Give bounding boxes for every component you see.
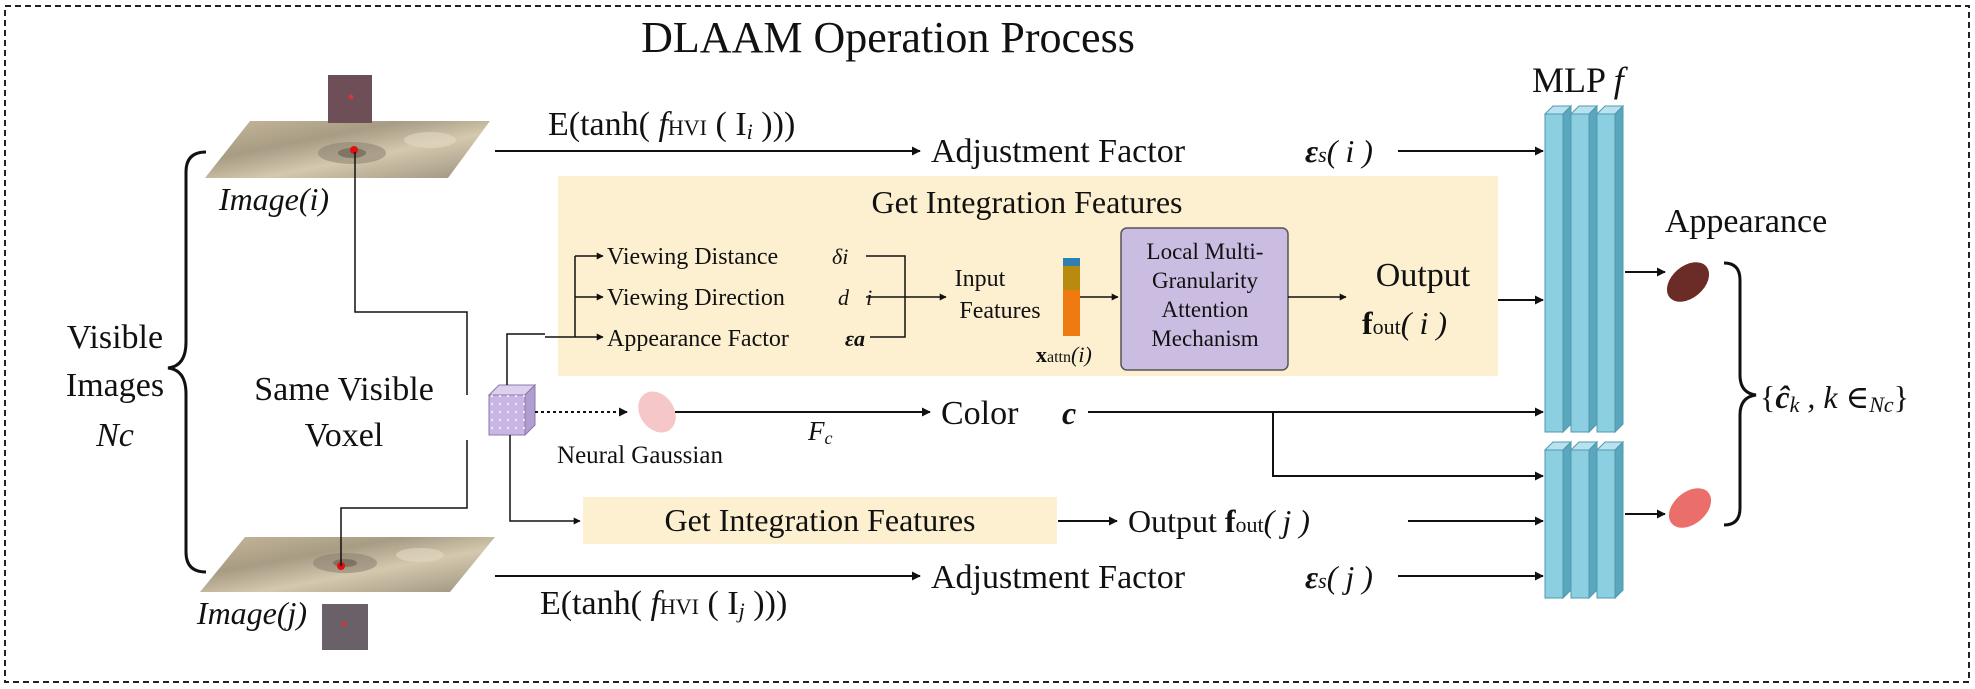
neural-gaussian-shape <box>638 391 676 433</box>
pixel-i-marker <box>350 146 358 154</box>
attention-line-2: Granularity <box>1152 268 1259 293</box>
patch-j-point <box>341 621 347 627</box>
image-i-terrain <box>205 121 490 178</box>
output-i-label: Output <box>1376 257 1471 294</box>
right-brace <box>1723 261 1757 527</box>
ray-j <box>340 440 468 566</box>
viewing-distance-label: Viewing Distance <box>607 244 778 270</box>
input-bar-top <box>1063 258 1080 266</box>
voxel-to-panel-line <box>506 333 545 385</box>
attention-line-3: Attention <box>1162 297 1249 322</box>
fout-i-label: fout( i ) <box>1362 305 1447 341</box>
visible-label: Visible <box>67 319 163 356</box>
viewing-direction-label: Viewing Direction <box>607 285 785 311</box>
input-bar-low <box>1063 290 1080 336</box>
output-j-line: Output fout( j ) <box>1128 503 1310 539</box>
left-brace <box>167 150 207 574</box>
outer-frame <box>4 5 1970 683</box>
viewing-distance-symbol: δi <box>832 244 848 269</box>
image-j-terrain <box>200 537 495 592</box>
same-visible-label: Same Visible <box>254 371 434 408</box>
features-label: Features <box>959 298 1040 324</box>
eps-s-j: εs( j ) <box>1305 559 1373 595</box>
attention-mechanism-box <box>1120 227 1289 371</box>
voxel-to-bottom-panel <box>509 435 581 525</box>
image-i-label: Image(i) <box>218 181 329 217</box>
eps-s-i: εs( i ) <box>1305 133 1373 169</box>
mlp-label: MLP f <box>1532 60 1629 100</box>
integration-panel-bottom <box>583 497 1057 544</box>
adjustment-factor-i-label: Adjustment Factor <box>931 133 1186 170</box>
integration-title-top: Get Integration Features <box>872 184 1183 220</box>
voxel-cube <box>487 383 537 437</box>
arrow-color-to-mlp-bottom <box>1272 412 1544 481</box>
images-label: Images <box>66 367 164 404</box>
appearance-factor-symbol: εa <box>845 326 865 351</box>
voxel-label: Voxel <box>305 417 384 454</box>
integration-title-bottom: Get Integration Features <box>665 502 976 538</box>
fc-label: Fc <box>807 416 833 448</box>
adjustment-factor-j-label: Adjustment Factor <box>931 559 1186 596</box>
patch-j-thumbnail <box>322 604 368 650</box>
integration-panel-top <box>558 176 1498 376</box>
attention-line-4: Mechanism <box>1151 326 1258 351</box>
appearance-factor-label: Appearance Factor <box>607 326 789 352</box>
attention-line-1: Local Multi- <box>1147 239 1264 264</box>
xattn-label: xattn(i) <box>1036 342 1092 367</box>
mlp-top-stack <box>1543 104 1625 434</box>
input-label: Input <box>955 266 1006 292</box>
image-j-label: Image(j) <box>196 595 307 631</box>
output-set: {ĉk , k ∈Nc} <box>1760 379 1909 417</box>
patch-i-point <box>348 94 354 100</box>
appearance-dark-gaussian <box>1666 262 1710 302</box>
neural-gaussian-label: Neural Gaussian <box>557 442 723 469</box>
color-symbol: c <box>1062 395 1076 431</box>
color-label: Color <box>941 395 1019 432</box>
expr-i: E(tanh( fHVI ( Ii ))) <box>548 106 795 144</box>
appearance-light-gaussian <box>1668 488 1712 528</box>
mlp-bottom-stack <box>1543 440 1625 600</box>
input-bar-mid <box>1063 266 1080 290</box>
expr-j: E(tanh( fHVI ( Ij ))) <box>540 585 787 623</box>
ray-i <box>354 152 468 395</box>
diagram-title: DLAAM Operation Process <box>641 13 1135 62</box>
nc-label: Nc <box>95 417 134 454</box>
appearance-label: Appearance <box>1665 203 1827 240</box>
